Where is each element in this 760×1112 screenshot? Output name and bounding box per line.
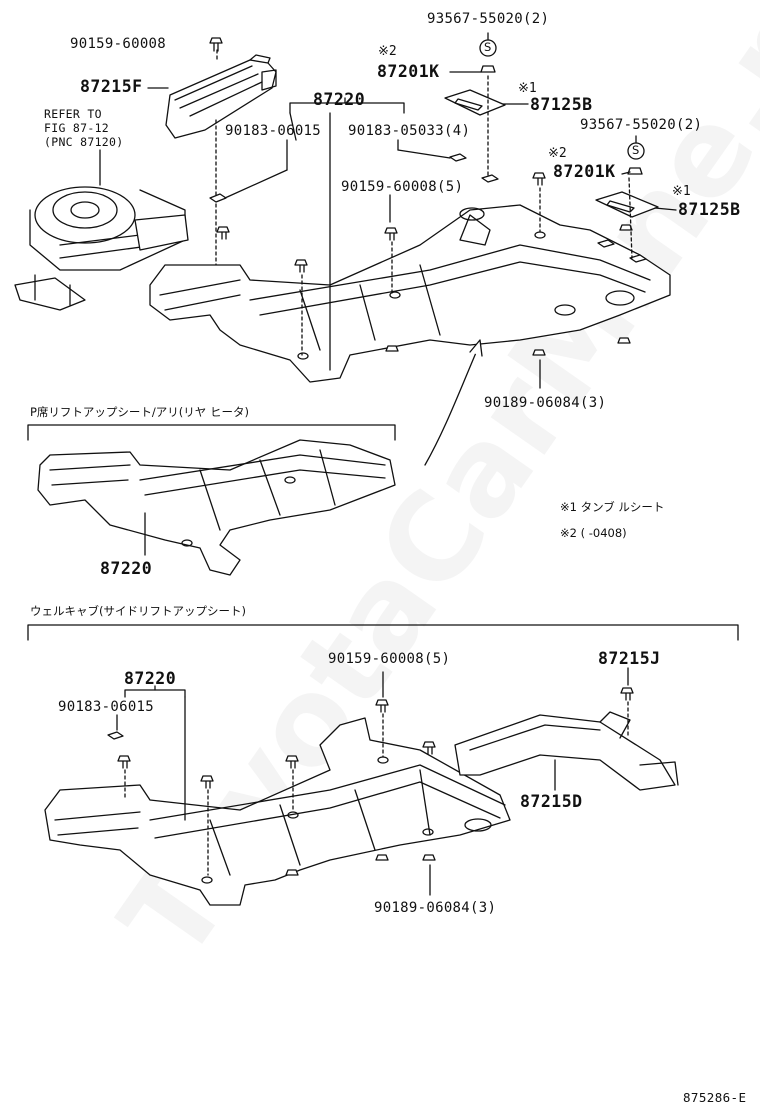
part-label-90183-05033: 90183-05033(4) (348, 123, 471, 139)
leader-line (621, 171, 631, 175)
bracket-87220-bottom (124, 689, 186, 698)
clip-icon (481, 174, 499, 183)
part-label-87220-bottom: 87220 (124, 669, 177, 688)
floor-panel-bottom (44, 717, 511, 906)
bolt-icon (375, 854, 389, 861)
section1-title: P席リフトアップシート/アリ(リヤ ヒータ) (30, 405, 249, 419)
part-label-87215J: 87215J (598, 649, 661, 668)
bolt-icon (209, 37, 223, 52)
leader-line (289, 112, 297, 141)
part-label-93567-55020-a: 93567-55020(2) (427, 11, 550, 27)
bolt-icon (285, 755, 299, 769)
bolt-icon (385, 345, 399, 352)
bolt-icon (375, 699, 389, 713)
bolt-icon (620, 687, 634, 701)
part-label-90159-60008-5-top: 90159-60008(5) (341, 179, 464, 195)
clip-icon (107, 731, 124, 740)
bolt-icon (422, 854, 436, 861)
ref-text-line3: (PNC 87120) (44, 135, 124, 149)
note-mark-2-a: ※2 (378, 44, 397, 59)
washer-s-symbol: S (632, 143, 640, 157)
bolt-icon (532, 172, 546, 186)
part-label-87201K-a: 87201K (377, 62, 440, 81)
bracket-87220-top (289, 102, 405, 114)
part-label-87201K-b: 87201K (553, 162, 616, 181)
part-label-90159-60008: 90159-60008 (70, 36, 167, 52)
part-label-87215F: 87215F (80, 77, 143, 96)
part-label-87220-top: 87220 (313, 90, 366, 109)
section2-bracket (27, 624, 739, 641)
part-label-87215D: 87215D (520, 792, 583, 811)
bolt-icon (480, 65, 496, 73)
seat-plate-87125B-b (595, 191, 659, 218)
bolt-icon (285, 869, 299, 876)
note-mark-2-b: ※2 (548, 146, 567, 161)
part-label-90183-06015-top: 90183-06015 (225, 123, 322, 139)
leader-line (397, 149, 451, 159)
bolt-icon (619, 224, 633, 231)
floor-panel-mid (37, 439, 396, 576)
note-tumble-seat: ※1 タンブ ルシート (560, 500, 665, 514)
note-mark-1-b: ※1 (672, 184, 691, 199)
bolt-icon (532, 349, 546, 356)
part-label-87220-mid: 87220 (100, 559, 153, 578)
washer-s-symbol: S (484, 40, 492, 54)
figure-code: 875286-E (683, 1090, 747, 1105)
duct-87215D (454, 711, 679, 791)
arrow-head-icon (469, 339, 483, 357)
floor-panel-top (149, 204, 671, 383)
part-label-90189-06084-bottom: 90189-06084(3) (374, 900, 497, 916)
blower-assembly (14, 186, 189, 311)
leader-line (224, 169, 288, 199)
view-arrow (424, 347, 479, 466)
clip-icon (597, 239, 615, 248)
part-label-87125B-a: 87125B (530, 95, 593, 114)
leader-line (654, 207, 677, 211)
seat-plate-87125B-a (444, 89, 506, 116)
note-date-range: ※2 ( -0408) (560, 526, 627, 540)
bolt-icon (384, 227, 398, 241)
bolt-icon (422, 741, 436, 755)
bolt-icon (117, 755, 131, 769)
leader-dash (628, 177, 633, 259)
part-label-90183-06015-bottom: 90183-06015 (58, 699, 155, 715)
clip-icon (209, 193, 227, 203)
bolt-icon (294, 259, 308, 273)
section1-bracket (27, 424, 396, 441)
section2-title: ウェルキャブ(サイドリフトアップシート) (30, 604, 246, 618)
clip-icon (449, 153, 467, 162)
clip-icon (629, 254, 647, 263)
part-label-87125B-b: 87125B (678, 200, 741, 219)
part-label-90159-60008-5-bottom: 90159-60008(5) (328, 651, 451, 667)
bolt-icon (617, 337, 631, 344)
ref-text-line1: REFER TO (44, 107, 102, 121)
duct-87215F (165, 54, 277, 139)
bolt-icon (627, 167, 643, 175)
note-mark-1-a: ※1 (518, 81, 537, 96)
ref-text-line2: FIG 87-12 (44, 121, 110, 135)
bolt-icon (200, 775, 214, 789)
part-label-93567-55020-b: 93567-55020(2) (580, 117, 703, 133)
part-label-90189-06084-top: 90189-06084(3) (484, 395, 607, 411)
bolt-icon (216, 226, 230, 240)
